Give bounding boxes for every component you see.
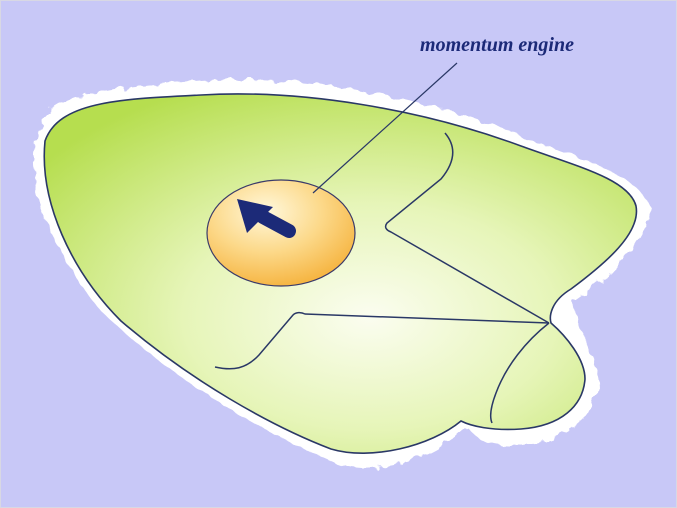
callout-label: momentum engine [420, 34, 574, 56]
